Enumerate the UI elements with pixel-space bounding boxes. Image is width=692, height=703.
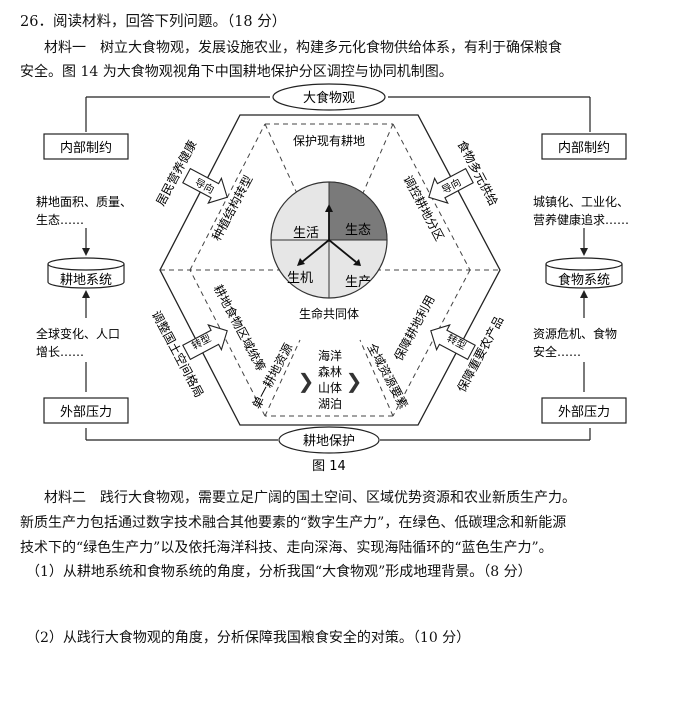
circle-shengji: 生机 — [287, 271, 313, 286]
material2-line3: 技术下的“绿色生产力”以及依托海洋科技、走向深海、实现海陆循环的“蓝色生产力”。 — [20, 540, 553, 556]
right-external-box — [541, 397, 627, 424]
right-external-text-1: 资源危机、食物 — [533, 326, 617, 341]
ul-arrow — [182, 167, 228, 204]
left-internal-box — [43, 133, 129, 160]
material1-line1: 材料一 树立大食物观，发展设施农业，构建多元化食物供给体系，有利于确保粮食 — [44, 40, 562, 56]
right-down-arrowhead — [580, 248, 588, 256]
bottom-oval — [278, 426, 380, 454]
left-cylinder — [47, 257, 125, 289]
life-community-circle — [270, 181, 388, 299]
bottom-mid-2: 森林 — [318, 364, 342, 379]
outer-frame — [85, 96, 591, 441]
ll-arrow — [182, 324, 228, 361]
lr-inner-text: 保障耕地利用 — [391, 293, 438, 364]
figure-caption: 图 14 — [312, 459, 346, 474]
left-external-text-2: 增长…… — [36, 345, 84, 359]
bottom-mid-3: 山体 — [318, 381, 342, 395]
question-header: 26．阅读材料，回答下列问题。（18 分） — [20, 14, 287, 30]
left-system-label: 耕地系统 — [60, 272, 112, 288]
right-system-label: 食物系统 — [558, 272, 610, 288]
right-external-text-2: 安全…… — [533, 344, 581, 359]
left-external-box-label: 外部压力 — [60, 405, 112, 420]
left-up-arrowhead — [82, 290, 90, 298]
sub-question-2: （2）从践行大食物观的角度，分析保障我国粮食安全的对策。（10 分） — [26, 630, 471, 646]
chevron-right-icon-left: ❯ — [298, 369, 315, 393]
left-external-text-1: 全球变化、人口 — [36, 326, 120, 341]
right-internal-box — [541, 133, 627, 160]
ur-arrow — [428, 167, 474, 204]
material2-line2: 新质生产力包括通过数字技术融合其他要素的“数字生产力”，在绿色、低碳理念和新能源 — [20, 515, 567, 531]
bottom-mid-1: 海洋 — [318, 348, 342, 363]
bottom-oval-label: 耕地保护 — [303, 433, 355, 449]
left-internal-text-1: 耕地面积、质量、 — [36, 194, 132, 209]
center-caption: 生命共同体 — [299, 306, 359, 321]
sub-question-1: （1）从耕地系统和食物系统的角度，分析我国“大食物观”形成地理背景。（8 分） — [26, 564, 532, 580]
chevron-right-icon-right: ❯ — [346, 369, 363, 393]
hex-top-label: 保护现有耕地 — [293, 133, 365, 148]
right-internal-box-label: 内部制约 — [558, 140, 610, 156]
circle-shengtai: 生态 — [345, 223, 371, 238]
material1-line2: 安全。图 14 为大食物观视角下中国耕地保护分区调控与协同机制图。 — [20, 64, 453, 80]
right-external-box-label: 外部压力 — [558, 405, 610, 420]
left-external-box — [43, 397, 129, 424]
top-oval-label: 大食物观 — [303, 90, 355, 106]
circle-shenghuo: 生活 — [293, 226, 319, 241]
top-oval — [272, 83, 386, 111]
right-up-arrowhead — [580, 290, 588, 298]
lr-arrow — [430, 324, 476, 361]
right-internal-text-1: 城镇化、工业化、 — [533, 195, 629, 209]
material2-line1: 材料二 践行大食物观，需要立足广阔的国土空间、区域优势资源和农业新质生产力。 — [44, 490, 576, 506]
left-internal-text-2: 生态…… — [36, 213, 84, 227]
right-internal-text-2: 营养健康追求…… — [533, 212, 629, 227]
left-internal-box-label: 内部制约 — [60, 140, 112, 156]
bottom-mid-4: 湖泊 — [318, 396, 342, 411]
right-cylinder — [545, 257, 623, 289]
circle-shengchan: 生产 — [345, 275, 371, 290]
left-down-arrowhead — [82, 248, 90, 256]
